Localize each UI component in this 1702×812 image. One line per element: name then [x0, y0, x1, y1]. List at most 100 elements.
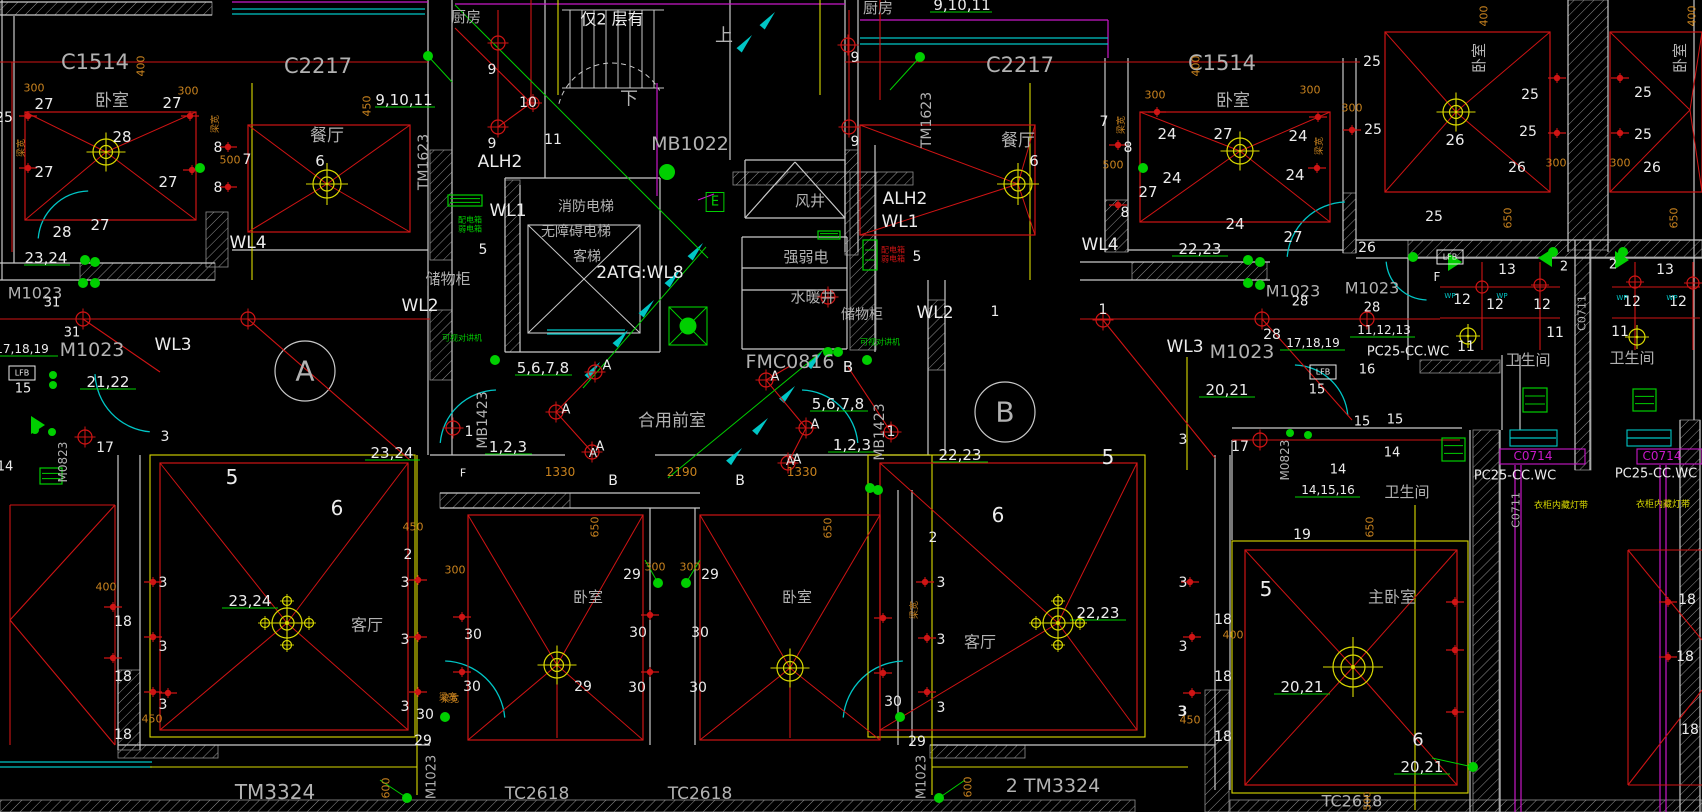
drawing-label: A — [589, 446, 598, 460]
room-wiring — [247, 124, 411, 233]
socket-icon — [19, 111, 37, 121]
flow-arrow-icon — [664, 270, 680, 288]
drawing-label: 客厅 — [351, 616, 383, 635]
drawing-label: 5 — [913, 249, 922, 265]
drawing-label: 5,6,7,8 — [812, 395, 864, 413]
drawing-label: 弱电箱 — [458, 224, 482, 234]
equipment-box-icon — [668, 306, 708, 346]
socket-icon — [1548, 73, 1566, 83]
drawing-label: 9 — [488, 62, 497, 78]
ceiling-light-icon — [306, 163, 348, 205]
drawing-label: A — [786, 454, 795, 468]
socket-icon — [1446, 645, 1464, 655]
socket-icon — [1611, 128, 1629, 138]
door-swing-arc — [94, 374, 150, 433]
socket-icon — [918, 633, 936, 643]
drawing-label: 可视对讲机 — [442, 333, 482, 343]
drawing-label: 27 — [34, 95, 53, 113]
drawing-label: 11 — [1546, 325, 1564, 341]
switch-dot-icon — [195, 163, 205, 173]
drawing-label: 400 — [1478, 6, 1491, 27]
drawing-label: 450 — [361, 96, 374, 117]
drawing-label: 弱电箱 — [881, 254, 905, 264]
socket-icon — [874, 613, 892, 623]
door-swing-arc — [37, 190, 89, 239]
drawing-label: 12 — [1623, 294, 1641, 310]
drawing-label: 11 — [1611, 324, 1629, 340]
drawing-label: 3 — [1179, 575, 1188, 591]
switch-dot-icon — [1408, 252, 1418, 262]
drawing-label: 风井 — [795, 192, 825, 210]
drawing-label: 厨房 — [863, 0, 893, 17]
speaker-icon — [31, 416, 45, 434]
drawing-label: A — [811, 418, 820, 433]
drawing-label: 27 — [1283, 228, 1302, 246]
drawing-label: 30 — [884, 694, 902, 710]
switch-dot-icon — [915, 52, 925, 62]
drawing-label: 15 — [1387, 413, 1404, 428]
drawing-label: 客梯 — [573, 248, 601, 265]
door-swing-arc — [439, 389, 496, 444]
drawing-label: 300 — [1342, 102, 1363, 115]
socket-icon — [1446, 707, 1464, 717]
drawing-label: 12 — [1669, 294, 1687, 310]
socket-icon — [104, 653, 122, 663]
socket-icon — [1148, 107, 1166, 117]
switch-dot-icon — [49, 381, 57, 389]
ceiling-light-icon — [1220, 131, 1260, 171]
flow-arrow-icon — [736, 35, 752, 53]
drawing-label: 15 — [1309, 383, 1326, 398]
drawing-label: 3 — [159, 575, 168, 591]
drawing-label: WL4 — [229, 233, 266, 253]
drawing-label: 18 — [1214, 729, 1232, 745]
switch-dot-icon — [895, 712, 905, 722]
drawing-label: WL4 — [1081, 235, 1118, 255]
drawing-label: 衣柜内藏灯带 — [1534, 499, 1588, 511]
ceiling-fan-light-icon — [258, 594, 316, 652]
door-swing-arc — [802, 389, 859, 444]
drawing-label: 2 — [929, 530, 938, 546]
drawing-label: 18 — [114, 614, 132, 630]
drawing-label: MB1423 — [475, 391, 491, 448]
drawing-label: A — [596, 440, 605, 455]
power-wiring-layer — [0, 0, 1702, 786]
socket-icon — [1183, 688, 1201, 698]
drawing-label: 24 — [1225, 215, 1244, 233]
drawing-label: 450 — [403, 521, 424, 534]
drawing-label: 300 — [24, 82, 45, 95]
drawing-label: 650 — [1502, 208, 1515, 229]
switch-dot-icon — [90, 257, 100, 267]
drawing-label: 储物柜 — [425, 270, 470, 288]
drawing-label: C0711 — [1576, 295, 1589, 331]
drawing-label: WL3 — [154, 335, 191, 355]
drawing-label: 1 — [887, 424, 896, 440]
socket-icon — [409, 575, 427, 585]
drawing-label: 300 — [445, 564, 466, 577]
drawing-label: 9 — [851, 50, 860, 66]
socket-icon — [1659, 597, 1677, 607]
drawing-label: 27 — [34, 163, 53, 181]
socket-icon — [1548, 128, 1566, 138]
socket-icon — [918, 687, 936, 697]
door-swing-arc — [842, 660, 903, 718]
drawing-label: 18 — [1676, 649, 1694, 665]
junction-point-icon — [1251, 308, 1273, 330]
drawing-label: 29 — [908, 734, 926, 750]
drawing-label: TC2618 — [667, 784, 733, 804]
drawing-label: 30 — [628, 680, 646, 696]
drawing-label: LFB — [1443, 253, 1458, 262]
drawing-label: 25 — [1634, 127, 1652, 143]
drawing-label: 2 TM3324 — [1006, 775, 1100, 797]
drawing-label: ALH2 — [478, 152, 523, 172]
drawing-label: 1,2,3 — [833, 436, 871, 454]
drawing-label: 14 — [1384, 446, 1401, 461]
balcony-window-layer — [232, 1, 1702, 812]
drawing-label: 仅2 层有 — [580, 10, 643, 29]
switch-dot-icon — [490, 355, 500, 365]
drawing-label: 21,22 — [87, 373, 130, 391]
drawing-label: B — [608, 473, 618, 489]
drawing-label: M1023 — [1266, 282, 1321, 301]
drawing-label: 30 — [464, 627, 482, 643]
vent-box-icon — [447, 194, 483, 207]
